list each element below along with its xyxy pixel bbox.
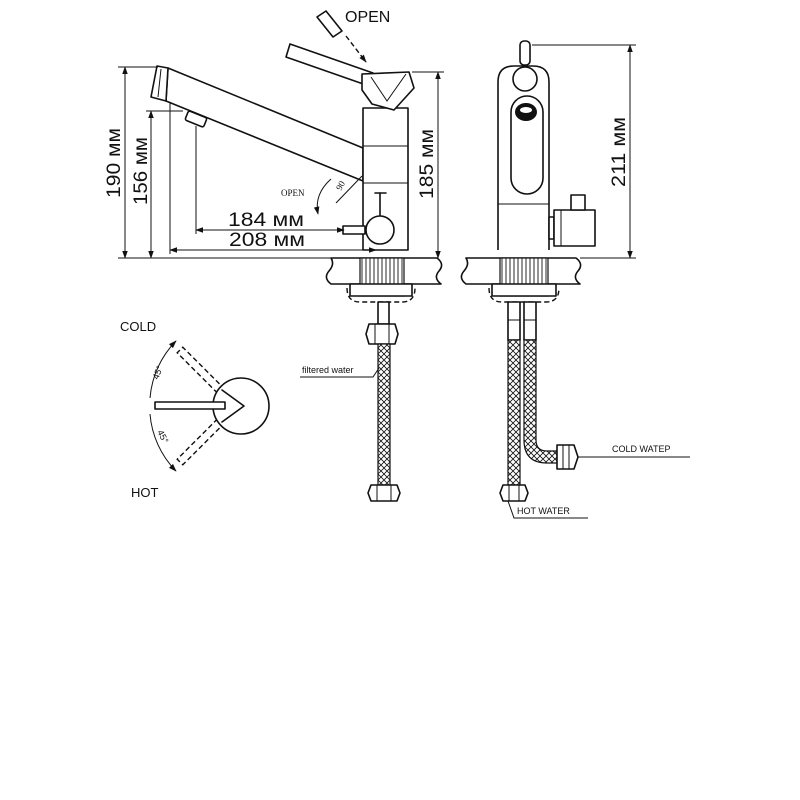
handle-head-edge — [370, 73, 407, 102]
side-view: OPEN OPEN 90 — [104, 9, 444, 502]
hot-label: HOT — [131, 485, 159, 500]
dimension-190: 190 мм — [104, 66, 331, 259]
cold-water-label: COLD WATEP — [612, 444, 671, 454]
dimension-211: 211 мм — [532, 44, 636, 259]
hose-filtered-water — [377, 343, 391, 486]
open-angle-arrow — [313, 178, 332, 215]
open-direction-arrow — [345, 35, 367, 63]
hose-cold-water — [523, 339, 558, 464]
spout-tip-ring — [157, 68, 162, 98]
lever-hub — [221, 389, 245, 423]
hose-nut-filtered-top — [365, 323, 399, 345]
cold-label: COLD — [120, 319, 156, 334]
front-view: COLD WATEP HOT WATER 211 мм — [460, 40, 690, 519]
mounting-nut-front — [491, 283, 557, 297]
cold-angle-label: 45° — [151, 364, 166, 381]
handle-knob-front — [512, 66, 538, 92]
lever-neutral-position — [154, 401, 226, 410]
valve-top-block — [570, 194, 586, 211]
dimension-label: 185 мм — [417, 129, 438, 199]
hose-fitting-filtered — [377, 301, 390, 325]
open-small-label: OPEN — [281, 188, 305, 198]
open-angle-line — [335, 175, 363, 204]
dimension-185: 185 мм — [412, 71, 444, 259]
hose-fitting-cold — [523, 301, 537, 341]
valve-knob — [365, 215, 395, 245]
handle-head — [361, 71, 415, 111]
hot-water-label: HOT WATER — [517, 506, 570, 516]
hose-nut-hot — [499, 484, 529, 502]
filtered-water-leader — [300, 367, 380, 378]
cold-rotation-arrow — [149, 340, 177, 399]
filtered-water-label: filtered water — [302, 365, 354, 375]
spout-front — [510, 95, 544, 195]
dimension-label: 184 мм — [228, 210, 304, 231]
dimension-label: 190 мм — [104, 128, 125, 198]
hose-nut-cold — [556, 444, 579, 470]
dimension-156: 156 мм — [131, 110, 183, 259]
hose-fitting-hot — [507, 301, 521, 341]
angle-90-label: 90 — [334, 179, 347, 192]
dimension-label: 156 мм — [131, 137, 152, 205]
hot-angle-label: 45° — [155, 428, 170, 445]
open-label: OPEN — [345, 9, 390, 26]
lever-open-position — [316, 10, 343, 38]
dimension-184: 184 мм — [195, 126, 345, 234]
dimension-208: 208 мм — [169, 103, 377, 254]
hot-water-leader — [507, 500, 588, 519]
hose-hot-water — [507, 339, 521, 486]
dimension-label: 211 мм — [609, 117, 630, 187]
valve-handle-front — [553, 209, 596, 247]
dimension-label: 208 мм — [229, 230, 305, 251]
hot-rotation-arrow — [149, 413, 177, 472]
spout-outlet-highlight — [520, 107, 532, 113]
valve-handle — [342, 225, 366, 235]
mounting-nut-side — [349, 283, 413, 297]
handle-stem-front — [519, 40, 531, 66]
handle-rotation-diagram: COLD HOT 45° 45° — [120, 319, 270, 500]
hose-nut-filtered-bottom — [367, 484, 401, 502]
lever-handle — [285, 43, 374, 87]
